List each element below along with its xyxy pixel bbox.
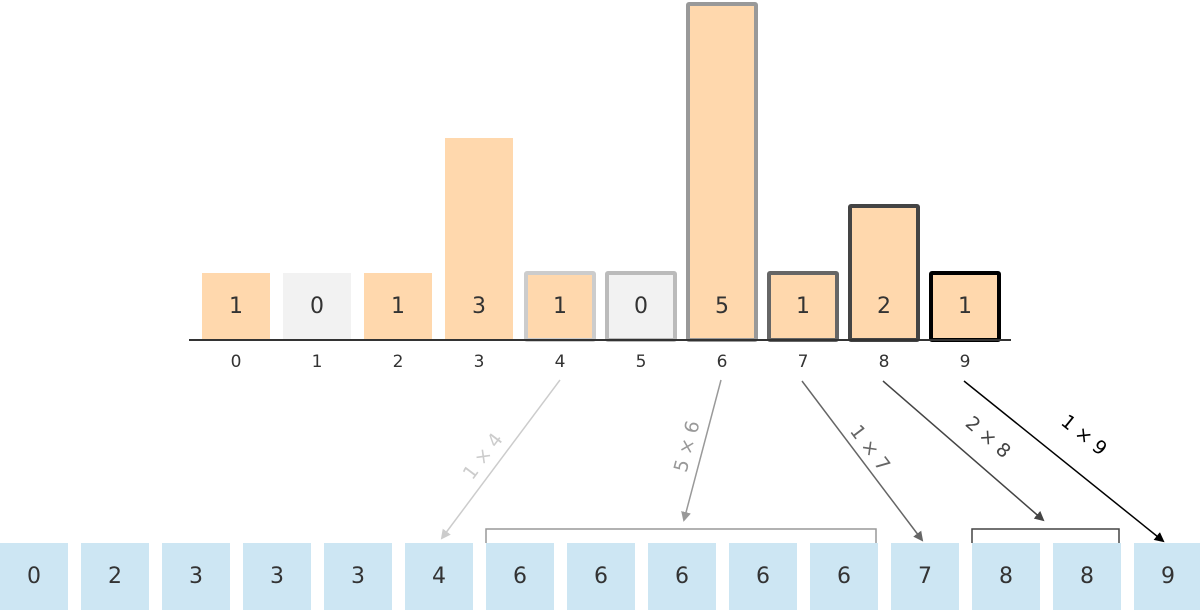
x-tick-label: 5 [635,352,647,372]
bar-value: 5 [715,294,729,319]
output-cell: 0 [0,543,68,610]
arrow-9 [963,380,1165,543]
arrow-8 [882,380,1045,522]
bracket-sixes [485,528,877,543]
x-tick-label: 4 [554,352,566,372]
x-tick-label: 8 [878,352,890,372]
output-cell: 8 [1053,543,1121,610]
output-cell: 2 [81,543,149,610]
bar-value: 0 [634,294,648,319]
x-tick-label: 6 [716,352,728,372]
bar-value: 1 [229,294,243,319]
arrow-label-4: 1 × 4 [459,429,508,484]
bar-value: 1 [796,294,810,319]
bar-6: 5 [686,2,758,342]
output-cell: 7 [891,543,959,610]
bar-value: 1 [391,294,405,319]
bar-value: 1 [553,294,567,319]
output-cell: 3 [324,543,392,610]
output-cell: 6 [648,543,716,610]
output-cell: 6 [486,543,554,610]
arrow-label-9: 1 × 9 [1057,410,1111,460]
bar-7: 1 [767,271,839,342]
bar-3: 3 [445,138,513,340]
output-cell: 3 [243,543,311,610]
bar-4: 1 [524,271,596,342]
bar-5: 0 [605,271,677,342]
bar-value: 2 [877,294,891,319]
arrow-label-6: 5 × 6 [670,418,705,474]
output-cell: 6 [810,543,878,610]
x-tick-label: 3 [473,352,485,372]
output-cell: 6 [567,543,635,610]
bar-8: 2 [848,204,920,342]
output-cell: 4 [405,543,473,610]
arrow-6 [681,379,722,522]
arrow-7 [801,380,924,542]
bar-value: 0 [310,294,324,319]
x-tick-label: 1 [311,352,323,372]
output-cell: 8 [972,543,1040,610]
bar-0: 1 [202,273,270,340]
x-tick-label: 7 [797,352,809,372]
output-cell: 6 [729,543,797,610]
bar-value: 3 [472,294,486,319]
bracket-eights [971,528,1120,543]
bar-1: 0 [283,273,351,340]
x-tick-label: 0 [230,352,242,372]
output-cell: 9 [1134,543,1200,610]
x-axis-line [189,339,1011,341]
x-tick-label: 2 [392,352,404,372]
x-tick-label: 9 [959,352,971,372]
bar-2: 1 [364,273,432,340]
output-cell: 3 [162,543,230,610]
bar-value: 1 [958,294,972,319]
arrow-4 [440,379,561,540]
